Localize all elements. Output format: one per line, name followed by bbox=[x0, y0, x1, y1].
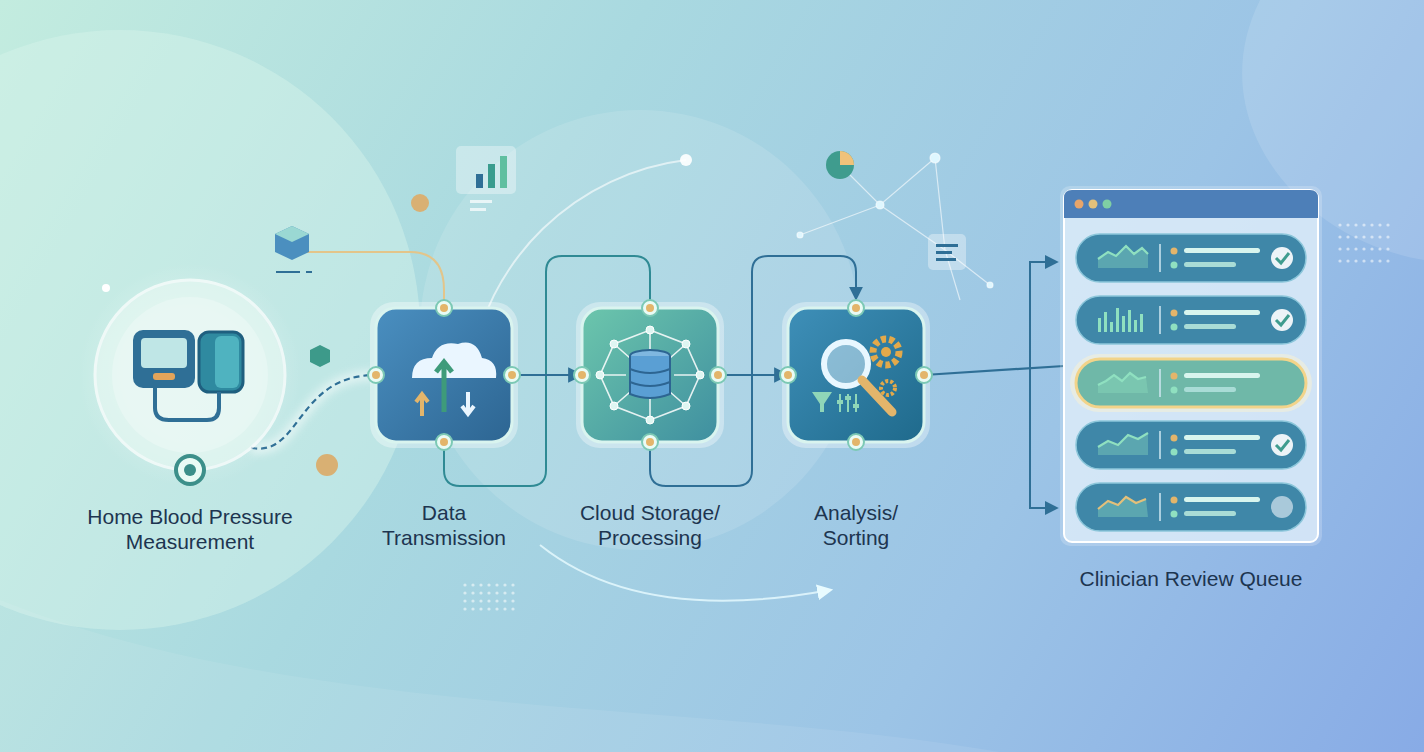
connector bbox=[924, 366, 1064, 375]
queue-bracket bbox=[1030, 262, 1056, 508]
process-box: Analysis/ Sorting bbox=[788, 308, 924, 442]
node-illustration bbox=[788, 308, 924, 442]
chart-decor bbox=[456, 146, 966, 270]
connector bbox=[512, 374, 582, 376]
node-label: Clinician Review Queue bbox=[1031, 566, 1351, 591]
process-box: Cloud Storage/ Processing bbox=[582, 308, 718, 442]
node-label: Data Transmission bbox=[369, 500, 519, 550]
connector bbox=[718, 374, 788, 376]
node-label: Home Blood Pressure Measurement bbox=[70, 504, 310, 554]
network-decor bbox=[797, 151, 993, 300]
node-illustration bbox=[582, 308, 718, 442]
node-illustration bbox=[95, 280, 285, 470]
node-label: Analysis/ Sorting bbox=[791, 500, 921, 550]
review-panel: Clinician Review Queue bbox=[1064, 190, 1318, 542]
node-label: Cloud Storage/ Processing bbox=[565, 500, 735, 550]
node-illustration bbox=[1064, 190, 1318, 542]
flow-loops bbox=[300, 154, 856, 601]
device-circle: Home Blood Pressure Measurement bbox=[95, 280, 285, 470]
node-illustration bbox=[376, 308, 512, 442]
process-box: Data Transmission bbox=[376, 308, 512, 442]
